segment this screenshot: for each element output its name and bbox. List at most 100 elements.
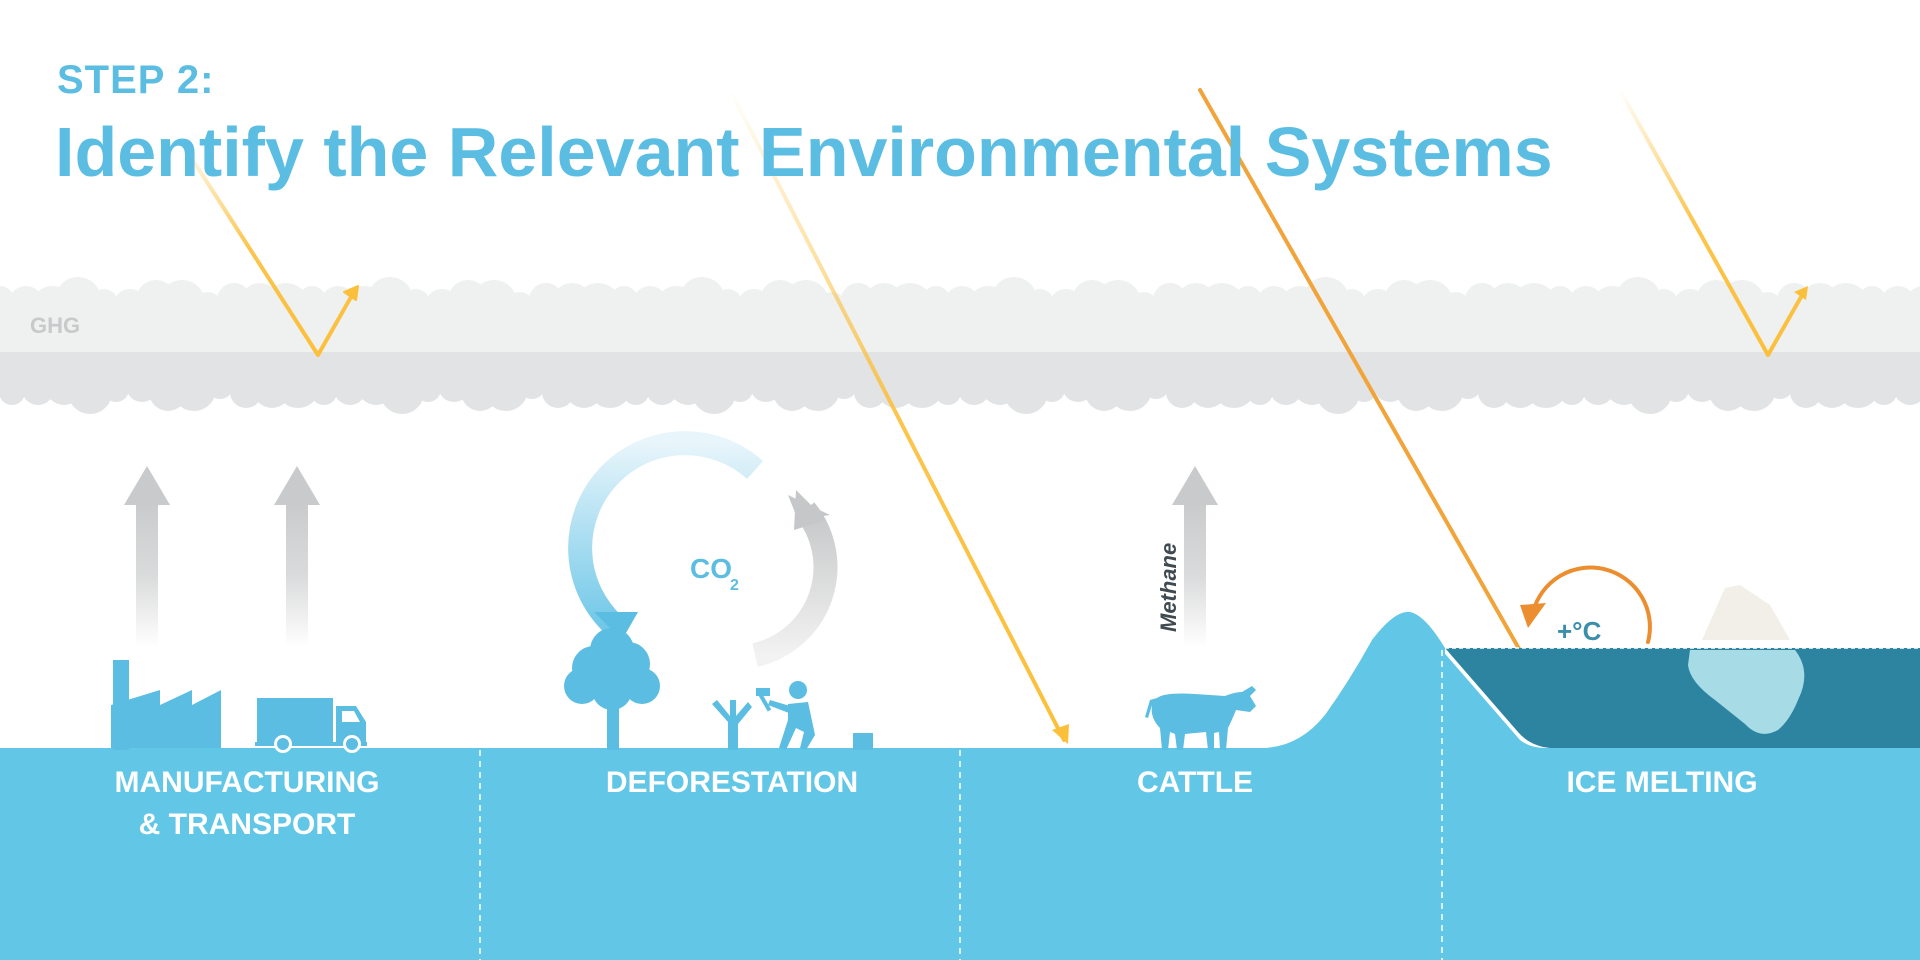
cloud-puff: [1524, 364, 1568, 408]
cloud-puff: [311, 379, 337, 405]
cloud-puff: [1351, 376, 1377, 402]
cloud-puff: [610, 286, 638, 314]
temp-label: +°C: [1557, 616, 1602, 646]
heat-cycle-icon: [1520, 565, 1652, 644]
cloud-puff: [1442, 292, 1470, 320]
co2-subscript: 2: [730, 577, 739, 594]
section-labels: MANUFACTURING & TRANSPORT DEFORESTATION …: [115, 766, 1758, 841]
emission-arrowhead: [124, 466, 170, 505]
methane-emission: [1172, 466, 1218, 647]
cloud-puff: [380, 370, 424, 414]
ocean: [1445, 647, 1920, 748]
cloud-puff: [1858, 286, 1886, 314]
cloud-puff: [1663, 376, 1689, 402]
sunlight-ray-ground: [728, 88, 1066, 742]
factory-icon: [111, 660, 221, 750]
cloud-puff: [1628, 370, 1672, 414]
cloud-puff: [679, 277, 725, 323]
cloud-puff: [90, 289, 118, 317]
cloud-top-layer: [0, 277, 1920, 352]
cloud-puff: [1511, 283, 1557, 329]
cycle-arrowhead-gray-top: [794, 490, 826, 530]
cloud-puff: [991, 277, 1037, 323]
cloud-puff: [1917, 375, 1920, 397]
cloud-puff: [1338, 289, 1366, 317]
cloud-puff: [1904, 286, 1920, 326]
cloud-puff: [0, 379, 25, 405]
section-label-transport: & TRANSPORT: [139, 808, 356, 841]
cloud-puff: [103, 376, 129, 402]
cloud-puff: [484, 367, 528, 411]
hill: [1265, 611, 1445, 748]
cloud-puff: [298, 286, 326, 314]
cloud-puff: [1894, 373, 1920, 405]
cloud-bottom-layer: [0, 352, 1920, 414]
cloud-puff: [588, 364, 632, 408]
ray-arrowhead: [1052, 724, 1069, 744]
iceberg-icon: [1688, 585, 1805, 734]
methane-label: Methane: [1156, 543, 1181, 632]
section-dividers: [479, 650, 1443, 960]
cloud-puff: [1871, 379, 1897, 405]
cycle-arrowhead-blue: [594, 612, 638, 640]
sunlight-ray-reflected-2: [1618, 88, 1807, 357]
cloud-puff: [415, 376, 441, 402]
cloud-puff: [727, 376, 753, 402]
cloud-puff: [1234, 286, 1262, 314]
cloud-puff: [922, 286, 950, 314]
step-label: STEP 2:: [57, 58, 215, 102]
cloud-puff: [367, 277, 413, 323]
cloud-puff: [1559, 379, 1585, 405]
cloud-puff: [1420, 367, 1464, 411]
cloud-puff: [1836, 364, 1880, 408]
cloud-puff: [55, 277, 101, 323]
section-label-manufacturing: MANUFACTURING: [115, 766, 380, 799]
manufacturing-emissions: [124, 466, 320, 647]
cloud-puff: [900, 364, 944, 408]
cloud-puff: [1767, 373, 1793, 399]
ray-arrowhead: [1794, 286, 1808, 300]
cloud-puff: [1823, 283, 1869, 329]
cloud-puff: [276, 364, 320, 408]
section-label-cattle: CATTLE: [1137, 766, 1253, 799]
cloud-puff: [159, 280, 205, 326]
stump-icon: [712, 700, 752, 750]
cloud-puff: [831, 373, 857, 399]
cloud-puff: [887, 283, 933, 329]
sunlight-ray-reflected-1: [178, 138, 357, 357]
cloud-puff: [1455, 373, 1481, 399]
cloud-puff: [172, 367, 216, 411]
lumberjack-icon: [756, 681, 873, 750]
cloud-puff: [1199, 283, 1245, 329]
cloud-puff: [796, 367, 840, 411]
cloud-puff: [935, 379, 961, 405]
cloud-puff: [194, 292, 222, 320]
cloud-puff: [714, 289, 742, 317]
heat-arrowhead: [1520, 603, 1546, 628]
cloud-puff: [1615, 277, 1661, 323]
cloud-puff: [1316, 370, 1360, 414]
cloud-puff: [1039, 376, 1065, 402]
emission-arrowhead: [1172, 466, 1218, 505]
cloud-puff: [1143, 373, 1169, 399]
cloud-puff: [1026, 289, 1054, 317]
section-label-ice-melting: ICE MELTING: [1566, 766, 1757, 799]
cloud-puff: [1546, 286, 1574, 314]
cloud-puff: [1212, 364, 1256, 408]
cloud-puff: [519, 373, 545, 399]
cloud-puff: [471, 280, 517, 326]
truck-icon: [255, 698, 367, 753]
cloud-puff: [1130, 292, 1158, 320]
cloud-puff: [207, 373, 233, 399]
emission-arrowhead: [274, 466, 320, 505]
cloud-puff: [1650, 289, 1678, 317]
cloud-puff: [1247, 379, 1273, 405]
section-label-deforestation: DEFORESTATION: [606, 766, 858, 799]
cow-icon: [1145, 686, 1256, 750]
page-title: Identify the Relevant Environmental Syst…: [55, 113, 1553, 191]
cloud-puff: [1095, 280, 1141, 326]
cycle-arrows-icon: [568, 431, 838, 667]
tree-icon: [564, 628, 660, 750]
ghg-cloud-band: GHG: [0, 277, 1920, 414]
cloud-puff: [692, 370, 736, 414]
